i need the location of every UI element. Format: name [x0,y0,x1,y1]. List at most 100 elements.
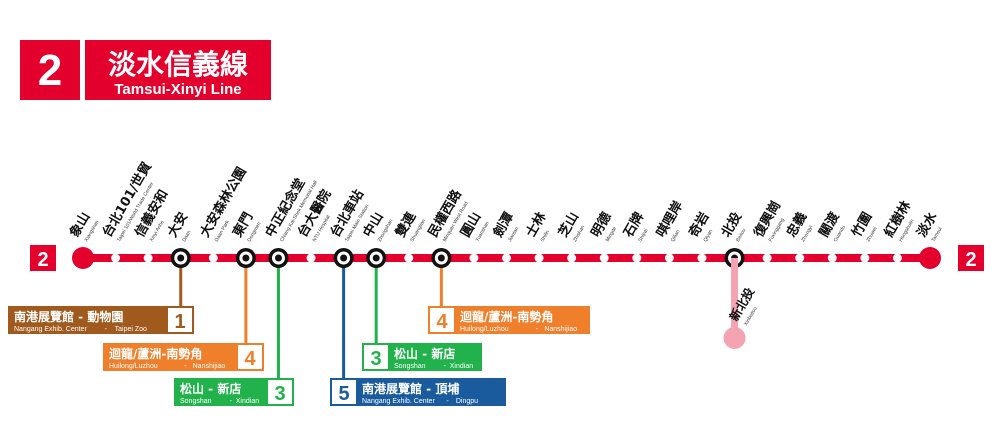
transfer-destination-zh: 迴龍/蘆洲-南勢角 [108,346,202,361]
terminal-badge-east-number: 2 [965,249,976,271]
transfer-destination-en-a: Huilong/Luzhou [460,326,509,333]
transfer-line-number-box [238,345,262,369]
transfer-box: 1 南港展覽館 - 動物園 Nangang Exhib. Center -Taipei… [8,306,194,334]
station-name-en: Shilin [540,229,551,243]
transfer-box-bg [330,378,506,406]
transfer-destination-zh: 松山 - 新店 [394,346,455,361]
transfer-destination-en-sep: - [230,398,233,405]
station-dot [469,253,479,263]
line-number: 2 [38,46,62,95]
station-dot [795,253,805,263]
transfer-destination-zh: 南港展覽館 - 頂埔 [362,381,459,396]
transfer-box-bg [428,306,590,334]
transfer-line-number-box [268,380,292,404]
station-dot [404,253,414,263]
station-dot [143,253,153,263]
transfer-line-number-box [332,380,356,404]
transfer-box-bg [8,306,194,334]
line-number-badge [20,40,80,100]
transfer-box: 3 松山 - 新店 Songshan -Xindian [362,343,482,371]
transfer-destination-zh: 迴龍/蘆洲-南勢角 [459,309,553,324]
transfer-station-center [437,254,445,262]
transfer-destination-en-a: Huilong/Luzhou [109,363,158,370]
transfer-line-number-box [430,308,454,332]
transfer-destination-en-sep: - [536,326,539,333]
terminal-badge-west: 2 [30,245,56,271]
station-dot [306,253,316,263]
transfer-line-number-box [168,308,192,332]
transfer-destination-en-sep: - [444,363,447,370]
transfer-destination-en-sep: - [446,398,449,405]
transfer-destination-en-a: Nangang Exhib. Center [362,398,435,405]
line-title-zh: 淡水信義線 [108,48,248,81]
transfer-destination-en-a: Songshan [180,398,212,405]
transfer-destination-en-b: Xindian [236,398,259,405]
transfer-line-number: 1 [174,311,185,333]
station-dot [860,253,870,263]
station-dot [827,253,837,263]
station-name-zh: 唭哩岸 [653,198,686,240]
transfer-line-number: 3 [370,348,381,370]
transfer-station-center [372,254,380,262]
transfer-station-center [340,254,348,262]
transfer-destination-en-b: Dingpu [456,398,478,405]
station-dot [534,253,544,263]
transfer-destination-zh: 南港展覽館 - 動物園 [14,309,123,324]
station-dot [632,253,642,263]
transfer-box: 5 南港展覽館 - 頂埔 Nangang Exhib. Center -Dingpu [330,378,506,406]
terminal-station-dot [919,247,941,269]
transfer-line-number: 3 [274,383,285,405]
transfer-destination-en-b: Taipei Zoo [115,326,147,333]
station-dot [208,253,218,263]
station-dot [664,253,674,263]
transfer-box: 3 松山 - 新店 Songshan -Xindian [174,378,294,406]
transfer-destination-zh: 松山 - 新店 [180,381,241,396]
transfer-station-center [177,254,185,262]
station-dot [762,253,772,263]
transfer-line-number: 4 [436,311,448,333]
station-dot [502,253,511,263]
station-dot [111,253,121,263]
transfer-line-number: 5 [338,383,349,405]
transfer-connectors [179,258,443,380]
line-header: 2 淡水信義線 Tamsui-Xinyi Line [20,40,271,100]
station-name-en: Qiyan [702,228,714,243]
transfer-destination-en-sep: - [184,363,187,370]
transfer-box-bg [103,343,264,371]
transfer-box: 4 迴龍/蘆洲-南勢角 Huilong/Luzhou -Nanshijiao [103,343,264,371]
branch-terminal-dot [723,327,746,349]
station-dot [892,253,902,263]
transfer-destination-en-a: Songshan [394,363,426,370]
transfer-station-center [274,254,282,262]
transfer-destination-en-b: Nanshijiao [544,326,577,333]
terminal-badge-east-box [958,245,984,271]
station-dot [599,253,609,263]
station-dot [697,253,707,263]
transfer-destination-en-sep: - [105,326,108,333]
terminal-badge-west-number: 2 [37,249,48,271]
station-name-en: Daan [181,229,192,243]
terminal-station-dot [72,247,94,269]
line-title-en: Tamsui-Xinyi Line [114,81,241,98]
transfer-destination-en-b: Xindian [450,363,473,370]
station-dot [567,253,577,263]
transfer-line-number: 4 [244,348,256,370]
transfer-line-number-box [364,345,388,369]
station-name-en: Qilian [670,229,682,243]
transfer-destination-en-b: Nanshijiao [193,363,226,370]
transfer-box: 4 迴龍/蘆洲-南勢角 Huilong/Luzhou -Nanshijiao [428,306,590,334]
transfer-station-center [242,254,250,262]
terminal-badge-west-box [30,245,56,271]
terminal-badge-east: 2 [958,245,984,271]
transfer-destination-en-a: Nangang Exhib. Center [14,326,87,333]
line-title-box [85,40,271,100]
